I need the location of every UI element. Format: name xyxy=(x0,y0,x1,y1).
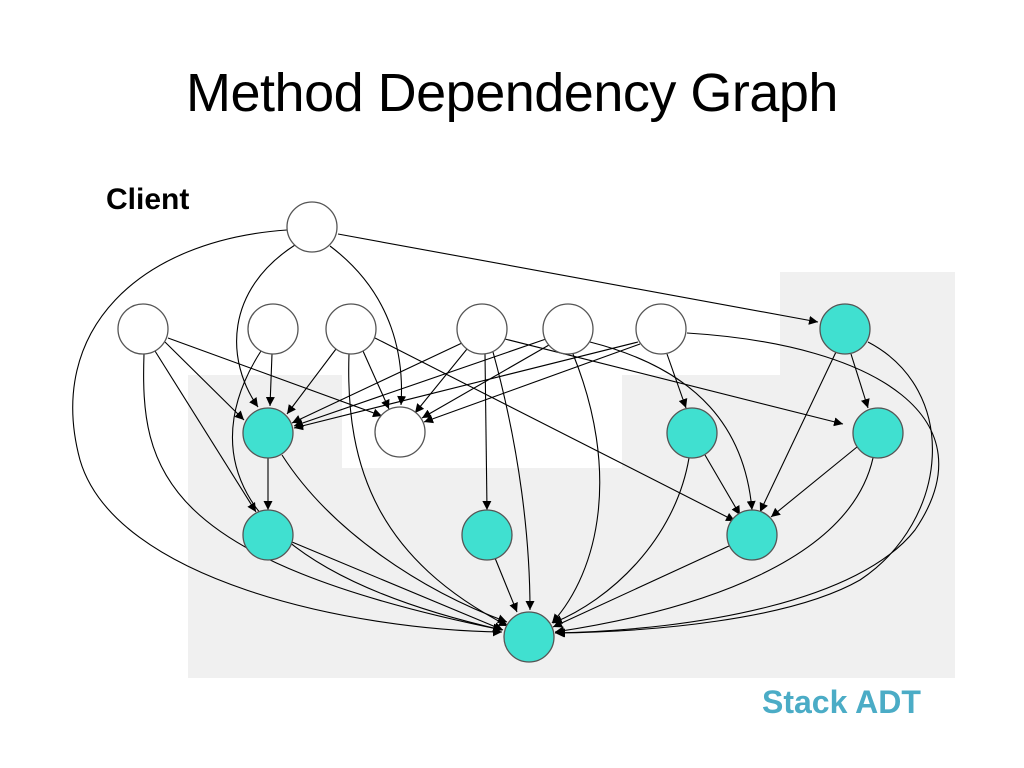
edge xyxy=(421,344,550,419)
edge xyxy=(232,350,503,633)
edge xyxy=(551,353,601,624)
edge xyxy=(554,457,874,636)
adt-node xyxy=(819,303,871,355)
edge xyxy=(293,341,639,431)
adt-node xyxy=(461,509,513,561)
adt-node xyxy=(242,509,294,561)
edge xyxy=(291,541,504,631)
edge xyxy=(850,353,870,409)
adt-node xyxy=(503,611,555,663)
edge xyxy=(164,341,245,421)
edge xyxy=(666,353,688,409)
client-node xyxy=(374,406,426,458)
edge xyxy=(337,233,819,325)
edge xyxy=(72,229,503,637)
edge xyxy=(589,341,756,511)
edge xyxy=(759,351,837,513)
slide-title: Method Dependency Graph xyxy=(186,63,838,123)
dependency-edges xyxy=(72,229,940,638)
edge xyxy=(167,337,383,418)
client-node xyxy=(286,201,338,253)
edge xyxy=(291,342,463,424)
edge xyxy=(414,348,468,414)
adt-node xyxy=(726,509,778,561)
edge xyxy=(555,341,933,638)
client-node xyxy=(247,303,299,355)
edge xyxy=(293,338,547,428)
stack-adt-label: Stack ADT xyxy=(762,684,921,720)
client-node xyxy=(456,303,508,355)
edge xyxy=(154,350,257,513)
client-node xyxy=(542,303,594,355)
edge xyxy=(348,353,509,627)
client-label: Client xyxy=(106,183,190,216)
adt-node xyxy=(852,407,904,459)
client-node xyxy=(325,303,377,355)
edge xyxy=(704,454,741,516)
edge xyxy=(374,337,736,522)
edge xyxy=(265,353,275,407)
client-node xyxy=(635,303,687,355)
edge xyxy=(552,545,730,628)
edge xyxy=(423,343,641,424)
edge xyxy=(286,348,337,415)
edge xyxy=(554,332,940,638)
edge xyxy=(770,446,858,518)
adt-node xyxy=(242,407,294,459)
edge xyxy=(494,557,518,613)
edge xyxy=(362,350,390,410)
edge xyxy=(329,245,407,406)
edge xyxy=(281,454,508,624)
edge xyxy=(236,244,296,408)
stack-adt-region xyxy=(188,272,955,678)
edge xyxy=(552,457,690,624)
graph-nodes xyxy=(117,201,904,663)
client-node xyxy=(117,303,169,355)
edge xyxy=(492,351,535,611)
adt-node xyxy=(666,407,718,459)
edge xyxy=(143,353,503,633)
